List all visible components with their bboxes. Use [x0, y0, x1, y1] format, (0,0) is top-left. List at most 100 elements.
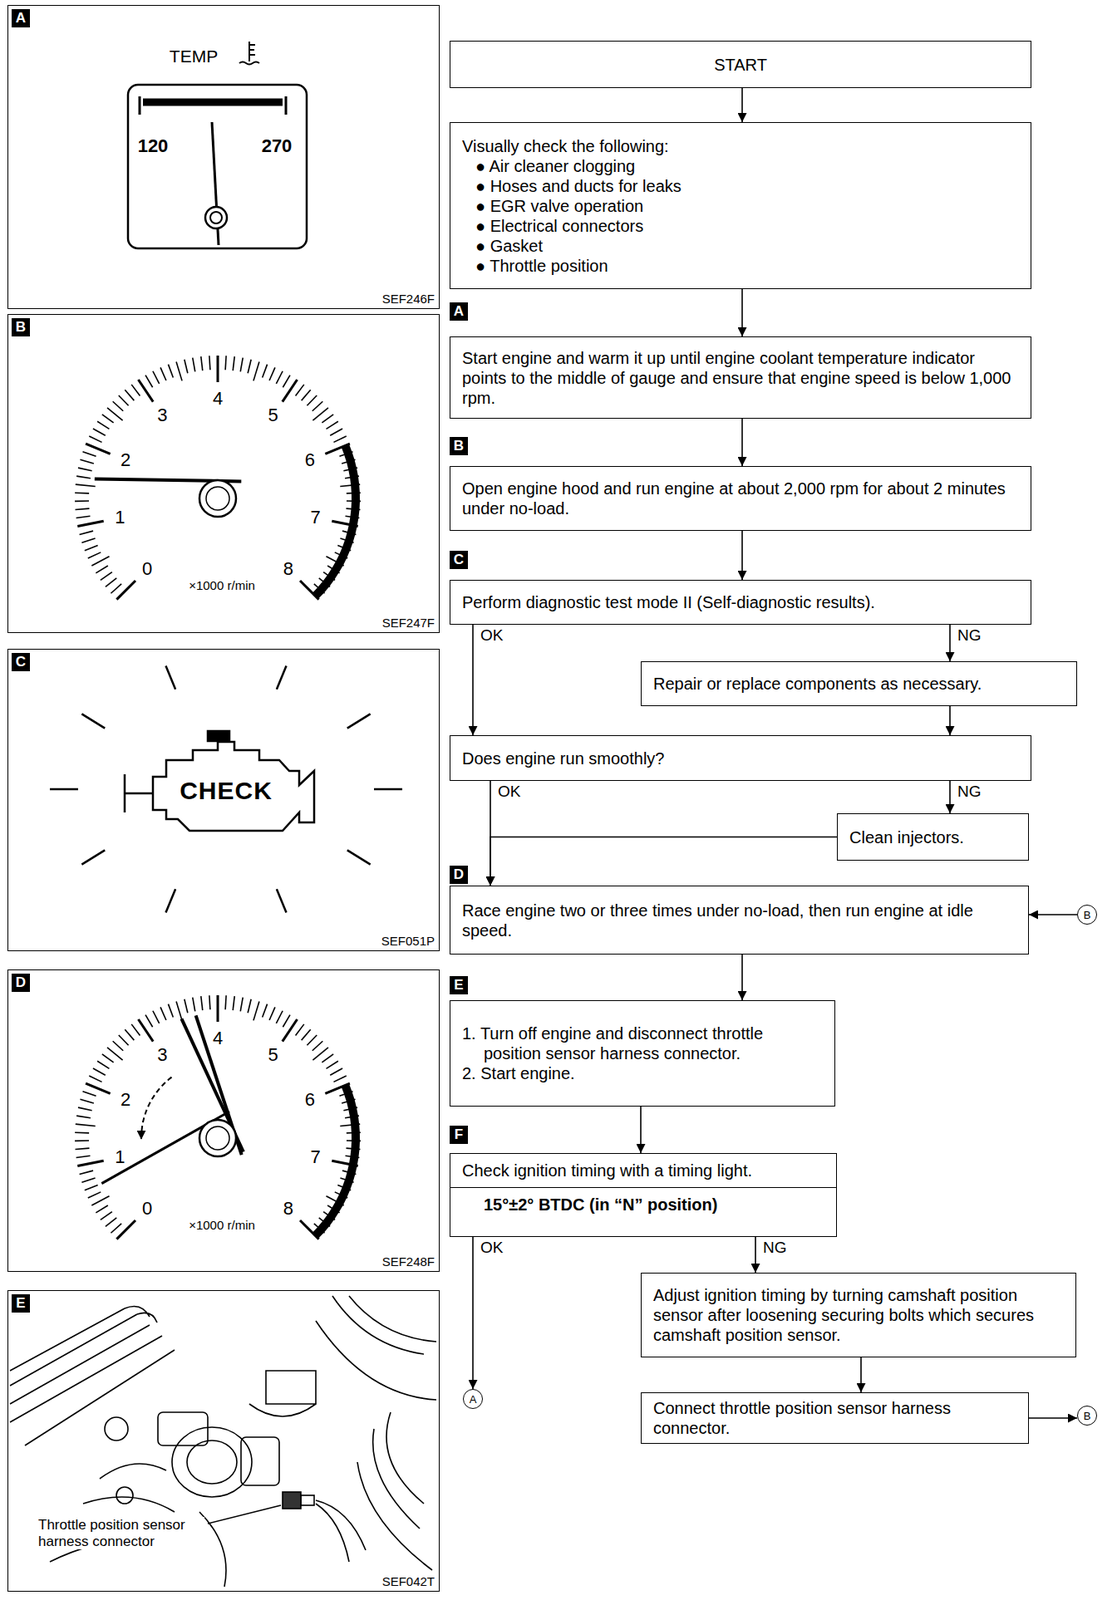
scale-number: 4 — [212, 1028, 223, 1050]
temp-gauge — [139, 96, 286, 115]
tick — [79, 1099, 94, 1104]
connector-circle: A — [462, 1389, 483, 1410]
process-box: 1. Turn off engine and disconnect thrott… — [449, 1000, 836, 1108]
tick — [262, 364, 268, 379]
node-text: Connect throttle position sensor harness… — [653, 1398, 1017, 1439]
scale-number: 1 — [114, 506, 125, 529]
tick — [137, 1019, 153, 1043]
tick — [176, 361, 183, 381]
tick — [216, 995, 220, 1023]
node-text: 1. Turn off engine and disconnect thrott… — [462, 1023, 823, 1064]
lamp-ray — [165, 666, 176, 690]
node-text: Perform diagnostic test mode II (Self-di… — [462, 592, 1019, 613]
node-text: ● Air cleaner clogging — [462, 156, 1019, 177]
branch-label: NG — [761, 1239, 789, 1258]
tick — [137, 379, 153, 403]
lamp-ray — [276, 666, 287, 690]
engine-bay — [9, 1296, 437, 1588]
node-text: ● Hoses and ducts for leaks — [462, 176, 1019, 197]
branch-label: OK — [478, 626, 505, 645]
tick — [77, 521, 104, 527]
tick — [84, 545, 99, 551]
tick — [84, 1185, 99, 1191]
tick — [76, 516, 91, 518]
node-text: B — [1083, 910, 1092, 921]
tick — [333, 1076, 346, 1083]
tick — [74, 1140, 89, 1142]
flow-arrow — [741, 954, 744, 1001]
tick — [312, 1048, 329, 1061]
tick — [201, 356, 203, 371]
tick — [97, 421, 109, 429]
red-zone — [314, 446, 356, 597]
scale-number: 5 — [268, 404, 279, 427]
branch-label: OK — [496, 782, 522, 802]
scale-number: 8 — [283, 1198, 294, 1221]
tick — [74, 492, 89, 494]
tick — [74, 1131, 89, 1134]
engine-bay — [207, 1505, 281, 1525]
node-text: ● EGR valve operation — [462, 196, 1019, 217]
step-letter: F — [449, 1126, 468, 1145]
engine-bay — [104, 1417, 128, 1442]
step-letter: A — [449, 302, 468, 321]
tick — [76, 476, 91, 479]
tick — [82, 452, 96, 458]
tick — [91, 556, 109, 566]
node-text: Check ignition timing with a timing ligh… — [450, 1154, 837, 1188]
tick — [107, 408, 124, 421]
tick — [145, 1015, 153, 1029]
figure-code: SEF247F — [382, 615, 435, 630]
flow-arrow — [490, 837, 837, 887]
part-name: Throttle position sensor harness connect… — [38, 1517, 205, 1551]
tick — [282, 1015, 291, 1029]
tick — [77, 1161, 104, 1167]
tick — [102, 414, 114, 424]
figure-code: SEF246F — [382, 291, 435, 306]
tick — [301, 1029, 311, 1041]
process-box: START — [449, 40, 1032, 89]
panel-letter: C — [11, 653, 30, 672]
lamp-ray — [165, 889, 176, 913]
tick — [88, 552, 101, 559]
tick — [105, 1218, 117, 1228]
temp-gauge — [239, 41, 260, 65]
gauge-value: 120 — [137, 135, 169, 158]
tick — [184, 999, 188, 1014]
tick — [85, 1083, 111, 1094]
tick — [152, 1011, 160, 1024]
gauge-title: TEMP — [169, 46, 218, 67]
scale-number: 0 — [142, 558, 153, 581]
engine-bay — [300, 1495, 315, 1506]
tick — [333, 436, 346, 443]
tick — [312, 1041, 323, 1052]
flow-arrow — [1028, 1417, 1078, 1420]
tick — [113, 1041, 124, 1052]
tick — [113, 401, 124, 412]
tick — [295, 1024, 305, 1037]
tick — [81, 538, 95, 543]
process-box: Perform diagnostic test mode II (Self-di… — [449, 580, 1032, 625]
node-text: B — [1083, 1411, 1092, 1423]
node-text: 15°±2° BTDC (in “N” position) — [450, 1187, 837, 1222]
process-box: Clean injectors. — [836, 813, 1029, 862]
tick — [76, 1156, 91, 1158]
pivot — [199, 1120, 237, 1157]
scale-number: 3 — [157, 1044, 168, 1067]
scale-number: 6 — [305, 449, 315, 472]
check-engine-lamp — [49, 666, 403, 914]
scale-unit: ×1000 r/min — [188, 1218, 256, 1233]
tick — [247, 999, 251, 1014]
node-text: ● Electrical connectors — [462, 216, 1019, 237]
lamp-ray — [276, 889, 287, 913]
engine-bay — [282, 1492, 301, 1510]
tick — [116, 580, 136, 601]
tick — [329, 428, 343, 436]
tick — [167, 1004, 173, 1019]
tick — [253, 1001, 260, 1021]
tick — [306, 1035, 317, 1046]
tick — [306, 395, 317, 406]
tick — [105, 578, 117, 588]
node-text: Does engine run smoothly? — [462, 748, 1019, 769]
flow-arrow — [949, 706, 951, 736]
